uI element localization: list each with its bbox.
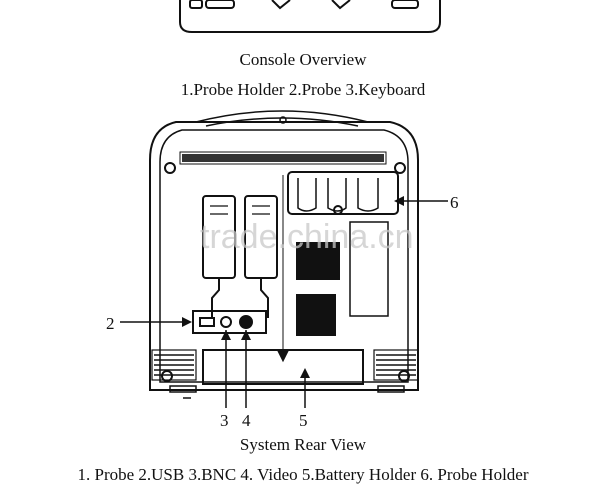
corner-screw-icon [394,162,406,174]
callout-2: 2 [106,314,115,333]
usb-port-icon [199,317,215,327]
top-vent-grille [179,151,387,165]
callout-6: 6 [450,193,459,212]
callout-5: 5 [299,411,308,430]
bnc-port-icon [220,316,232,328]
side-vent-grille [151,349,419,381]
probe-holder [287,171,399,317]
connector-panel [192,310,267,334]
console-key-icon [205,0,235,9]
video-port-icon [239,315,253,329]
probe-connectors [202,195,278,318]
corner-screw-icon [164,162,176,174]
battery-holder [202,349,364,385]
watermark-text: trade.china.cn [200,218,414,256]
rear-view-items: 1. Probe 2.USB 3.BNC 4. Video 5.Battery … [77,465,529,484]
corner-screw-icon [398,370,410,382]
console-overview-fragment [179,0,441,33]
corner-screw-icon [161,370,173,382]
console-overview-items: 1.Probe Holder 2.Probe 3.Keyboard [180,80,426,99]
system-housing [149,110,419,399]
console-key-icon [391,0,419,9]
carry-handle [195,110,369,123]
console-knob-icon [331,0,351,10]
rear-view-title: System Rear View [239,435,367,454]
console-knob-icon [271,0,291,10]
console-key-icon [189,0,203,9]
callout-4: 4 [242,411,251,430]
callout-arrowheads [182,196,404,378]
callout-3: 3 [220,411,229,430]
console-overview-title: Console Overview [239,50,367,69]
